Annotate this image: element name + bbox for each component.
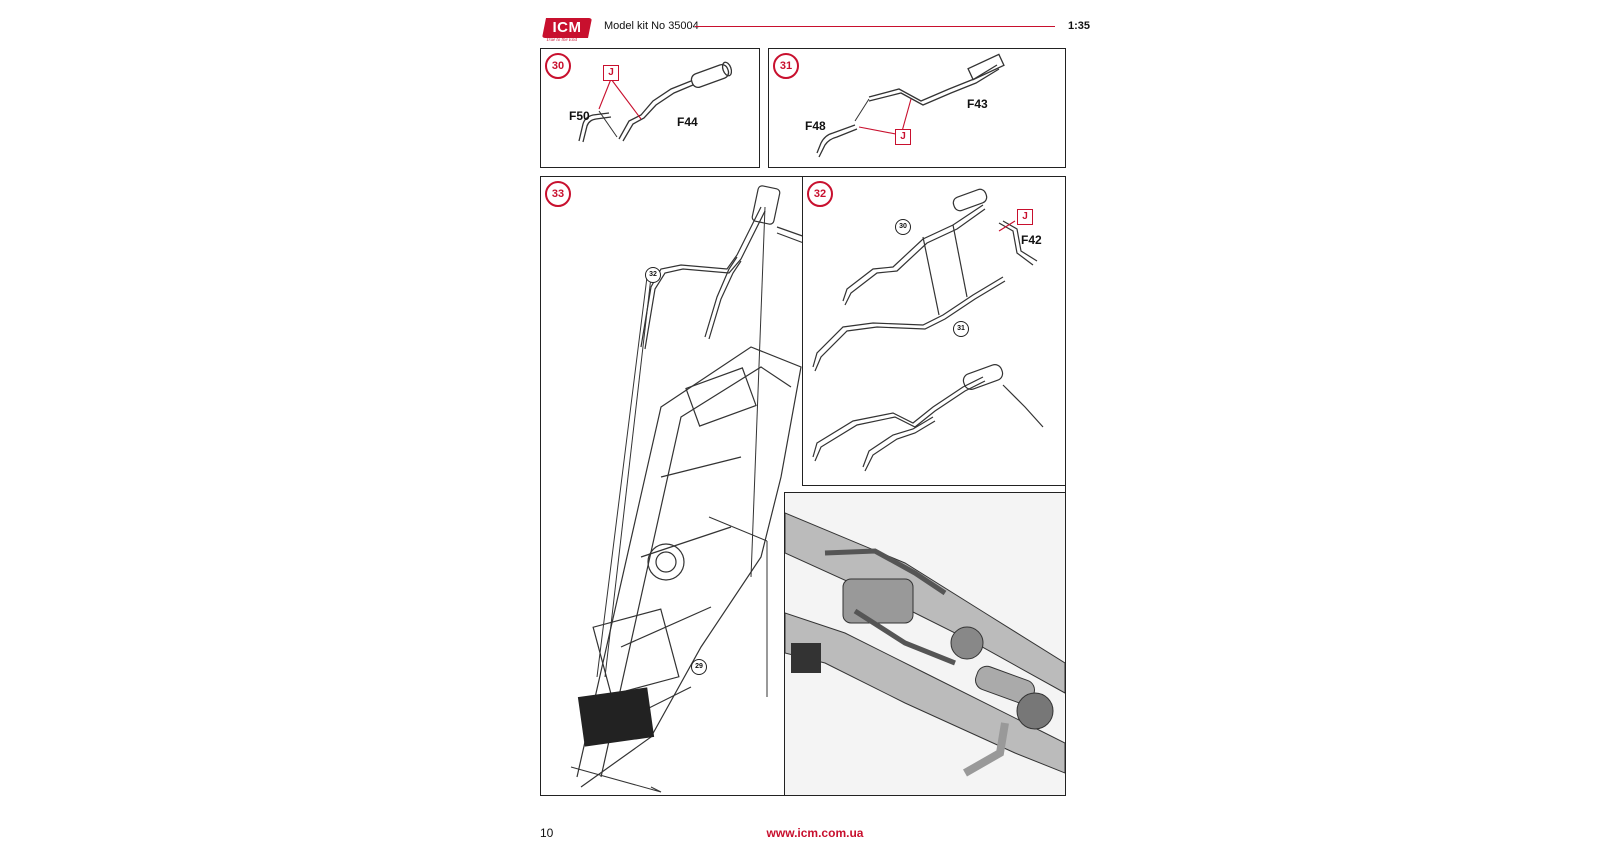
header-divider (695, 26, 1055, 27)
step-32-panel: 32 J F42 30 31 (802, 176, 1066, 486)
glue-j-marker: J (1017, 209, 1033, 225)
chassis-assembly-drawing (570, 185, 812, 793)
brand-tagline: True to the End (546, 38, 577, 43)
brand-logo: ICM (542, 18, 592, 38)
detail-render-panel (784, 492, 1066, 796)
ref-step-32: 32 (645, 267, 661, 283)
step-32-drawing (812, 188, 1044, 472)
part-label-f48: F48 (805, 119, 826, 133)
step-30-badge: 30 (545, 53, 571, 79)
scale-label: 1:35 (1067, 20, 1090, 32)
detail-render-drawing (785, 493, 1065, 795)
part-label-f42: F42 (1021, 233, 1042, 247)
step-31-panel: 31 J F48 F43 (768, 48, 1066, 168)
ref-step-30: 30 (895, 219, 911, 235)
part-label-f44: F44 (677, 115, 698, 129)
step-33-badge: 33 (545, 181, 571, 207)
ref-step-31: 31 (953, 321, 969, 337)
step-30-drawing (578, 61, 733, 143)
page-header: ICM True to the End Model kit No 35004 1… (540, 14, 1090, 48)
glue-j-marker: J (603, 65, 619, 81)
step-32-badge: 32 (807, 181, 833, 207)
kit-number: Model kit No 35004 (604, 20, 699, 32)
instruction-page: ICM True to the End Model kit No 35004 1… (540, 14, 1090, 844)
part-label-f50: F50 (569, 109, 590, 123)
ref-step-29: 29 (691, 659, 707, 675)
step-31-badge: 31 (773, 53, 799, 79)
website-link[interactable]: www.icm.com.ua (766, 826, 864, 840)
step-31-drawing (816, 53, 1005, 158)
glue-j-marker: J (895, 129, 911, 145)
step-30-panel: 30 J F50 F44 (540, 48, 760, 168)
part-label-f43: F43 (967, 97, 988, 111)
page-number: 10 (540, 826, 554, 840)
